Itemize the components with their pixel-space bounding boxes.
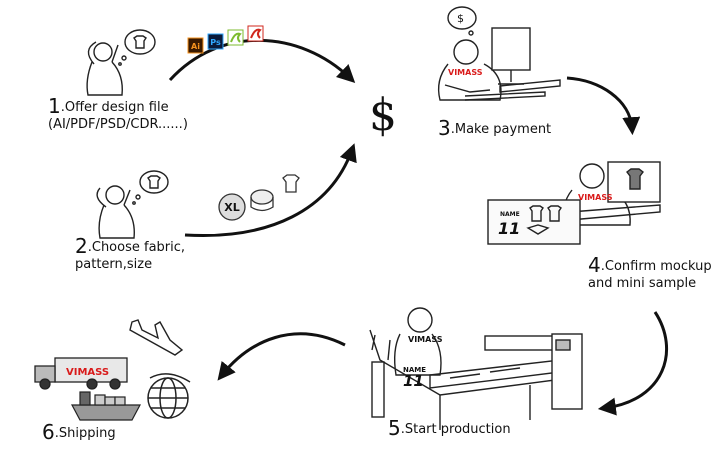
step-5-title: .Start production xyxy=(400,422,511,437)
step4-mockup-illustration xyxy=(487,161,661,245)
step3-bubble-dollar: $ xyxy=(457,12,464,25)
step4-jersey-name: NAME xyxy=(500,211,520,218)
step-2-number: 2 xyxy=(75,234,88,258)
step5-brand-text: VIMASS xyxy=(408,335,443,344)
step5-jersey-name: NAME xyxy=(403,366,426,374)
step-6-number: 6 xyxy=(42,420,55,444)
arrow-5-to-6 xyxy=(217,332,346,381)
step-3-number: 3 xyxy=(438,116,451,140)
step4-brand-text: VIMASS xyxy=(578,193,613,202)
arrow-3-to-4 xyxy=(566,76,641,136)
fabric-options-icons: XL xyxy=(218,174,300,221)
file-format-icons: Ai Ps xyxy=(187,25,264,54)
step-4-number: 4 xyxy=(588,253,601,277)
pdf-icon xyxy=(247,25,264,42)
step-1-subtitle: (AI/PDF/PSD/CDR......) xyxy=(48,117,188,132)
photoshop-icon: Ps xyxy=(207,33,224,50)
globe-icon xyxy=(147,373,191,419)
step-1-number: 1 xyxy=(48,94,61,118)
step-2-title: .Choose fabric, xyxy=(87,240,186,255)
coreldraw-icon xyxy=(227,29,244,46)
delivery-truck-icon xyxy=(34,357,128,390)
dollar-icon: $ xyxy=(369,90,397,141)
step2-person-illustration xyxy=(96,170,169,239)
size-badge: XL xyxy=(224,201,240,214)
step-2-subtitle: pattern,size xyxy=(75,257,153,272)
step1-person-illustration xyxy=(86,29,156,96)
step-3-label: 3.Make payment xyxy=(438,118,552,138)
arrow-4-to-5 xyxy=(597,311,669,416)
step-1-label: 1.Offer design file (AI/PDF/PSD/CDR.....… xyxy=(48,96,188,133)
step-6-title: .Shipping xyxy=(54,426,116,441)
step4-jersey-number: 11 xyxy=(498,219,520,238)
illustrator-icon-label: Ai xyxy=(191,42,200,51)
step5-production-illustration xyxy=(369,307,583,430)
photoshop-icon-label: Ps xyxy=(210,38,221,47)
step5-jersey-number: 11 xyxy=(403,372,424,390)
step-5-number: 5 xyxy=(388,416,401,440)
truck-brand-text: VIMASS xyxy=(66,367,109,378)
arrow-2-to-3 xyxy=(184,143,357,238)
step-1-title: .Offer design file xyxy=(60,100,169,115)
illustrator-icon: Ai xyxy=(187,37,204,54)
step-2-label: 2.Choose fabric, pattern,size xyxy=(75,236,186,273)
airplane-icon xyxy=(129,319,184,356)
step-3-title: .Make payment xyxy=(450,122,552,137)
step-4-title: .Confirm mockup xyxy=(600,259,712,274)
step3-brand-text: VIMASS xyxy=(448,68,483,77)
step-4-label: 4.Confirm mockup and mini sample xyxy=(588,255,712,292)
step-5-label: 5.Start production xyxy=(388,418,511,438)
step-6-label: 6.Shipping xyxy=(42,422,116,442)
cargo-ship-icon xyxy=(71,391,141,421)
step3-person-at-computer-illustration xyxy=(437,6,561,101)
step-4-subtitle: and mini sample xyxy=(588,276,697,291)
